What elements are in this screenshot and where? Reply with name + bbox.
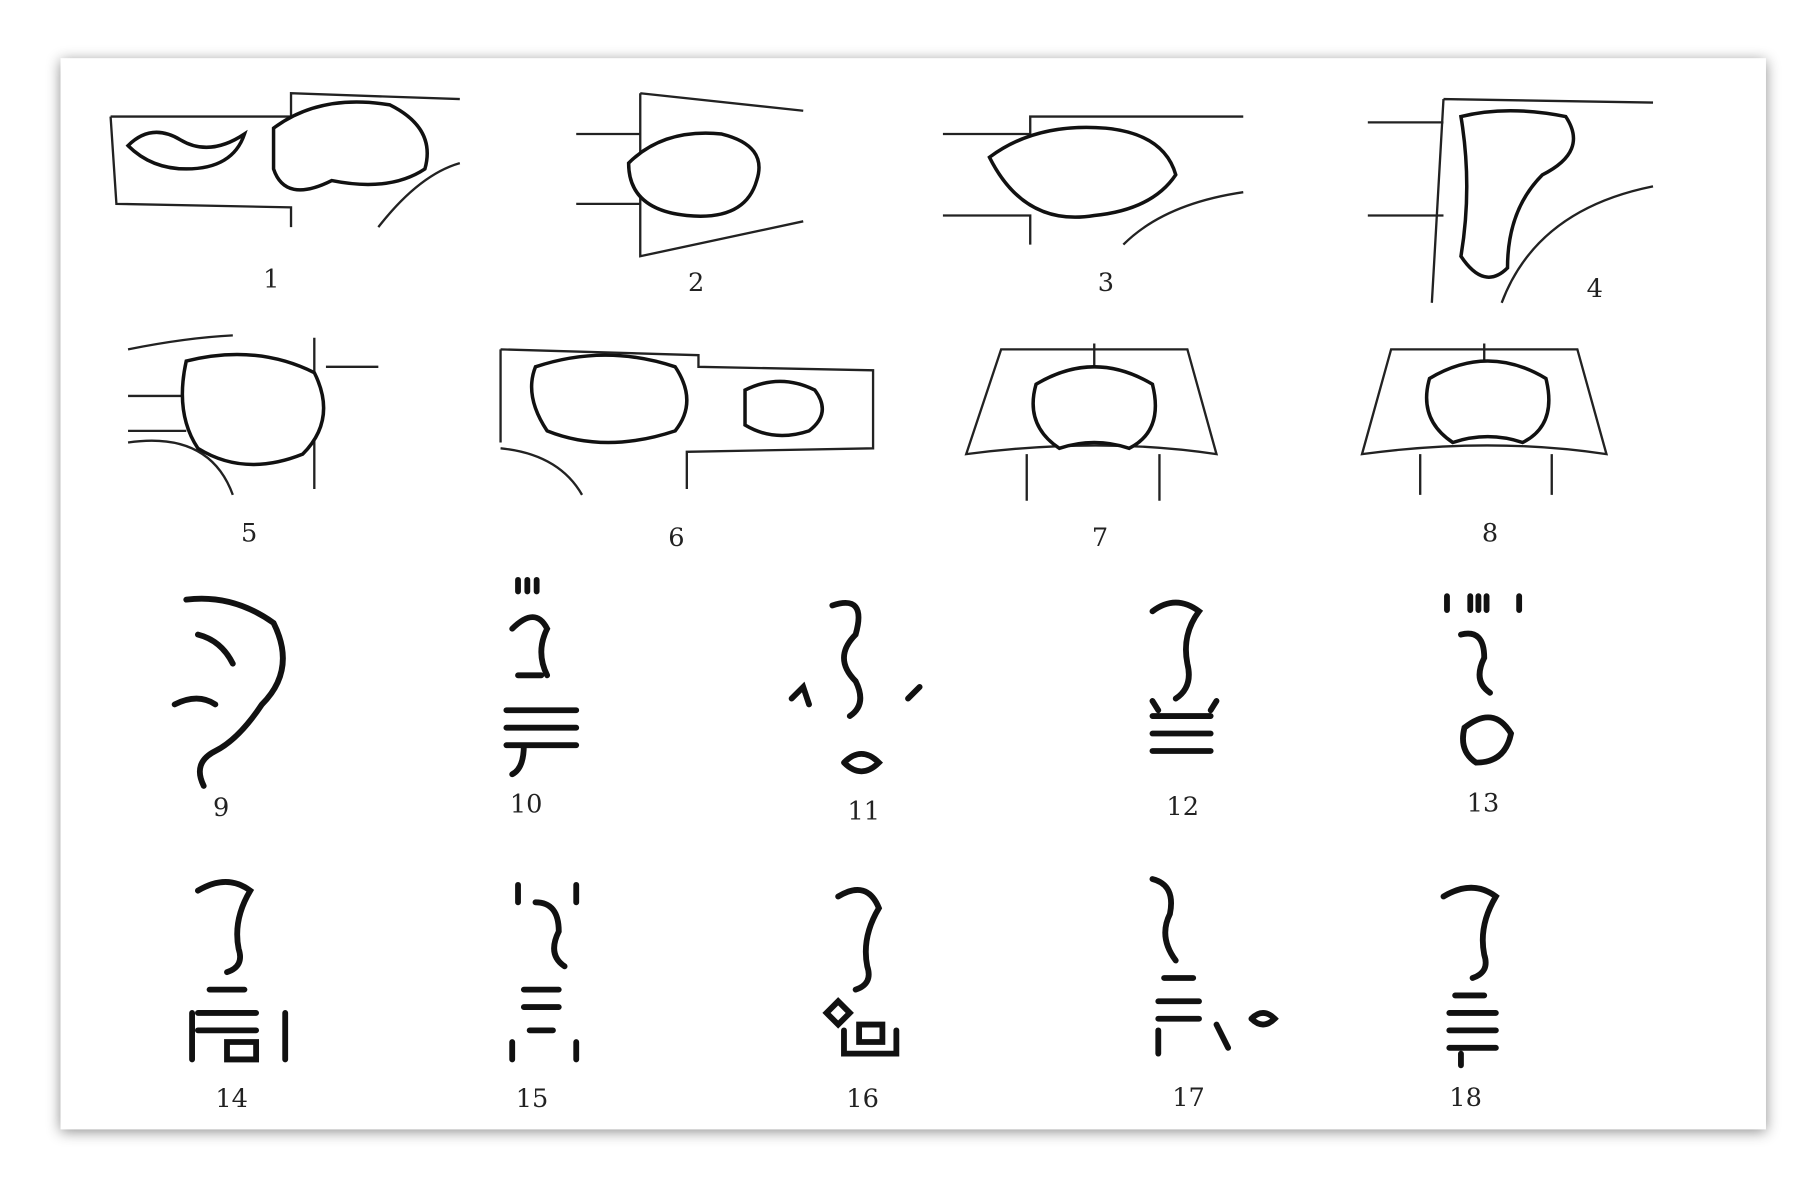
label-16: 16 — [846, 1084, 879, 1114]
glyph-17 — [1149, 876, 1279, 1057]
drawing-7 — [964, 343, 1219, 501]
label-15: 15 — [516, 1084, 549, 1114]
label-6: 6 — [668, 523, 684, 553]
figure-labels: 1 2 3 4 5 6 7 8 9 10 11 12 13 14 15 16 1… — [213, 265, 1603, 1115]
label-1: 1 — [263, 265, 279, 295]
glyph-13 — [1444, 593, 1523, 766]
glyph-18 — [1440, 884, 1500, 1069]
drawing-5 — [127, 334, 379, 496]
label-14: 14 — [215, 1084, 248, 1114]
glyph-14 — [189, 879, 289, 1063]
label-5: 5 — [241, 518, 257, 548]
glyph-12 — [1149, 599, 1220, 754]
glyph-15 — [509, 881, 580, 1063]
label-4: 4 — [1587, 274, 1603, 304]
drawing-3 — [942, 115, 1244, 246]
glyph-11 — [788, 599, 923, 775]
label-2: 2 — [688, 268, 704, 298]
label-11: 11 — [847, 797, 880, 827]
drawing-1 — [109, 92, 461, 228]
drawing-2 — [576, 92, 804, 258]
label-8: 8 — [1482, 518, 1498, 548]
drawing-4 — [1367, 97, 1654, 304]
label-17: 17 — [1172, 1083, 1205, 1113]
label-10: 10 — [510, 790, 543, 820]
drawing-6 — [499, 348, 875, 496]
glyph-10 — [503, 576, 580, 778]
label-9: 9 — [213, 793, 229, 823]
glyph-16 — [822, 887, 900, 1057]
glyph-9 — [171, 595, 286, 789]
label-12: 12 — [1166, 792, 1199, 822]
label-3: 3 — [1098, 268, 1114, 298]
drawing-8 — [1360, 343, 1609, 495]
label-18: 18 — [1449, 1083, 1482, 1113]
label-13: 13 — [1467, 789, 1500, 819]
label-7: 7 — [1092, 523, 1108, 553]
